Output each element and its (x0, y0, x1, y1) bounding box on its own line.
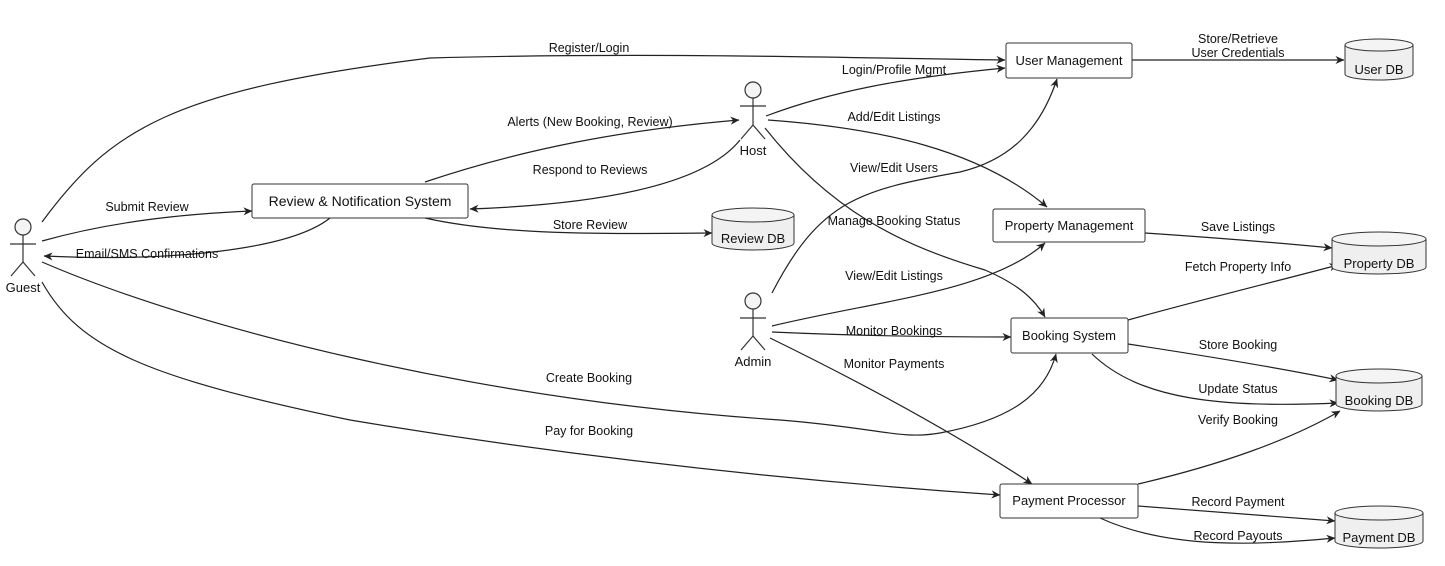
label-email-sms: Email/SMS Confirmations (76, 247, 218, 261)
edge-store-review (424, 217, 713, 238)
edge-add-edit-listings (767, 119, 1048, 208)
edge-view-edit-listings (771, 242, 1046, 327)
actor-guest-label: Guest (6, 280, 41, 295)
edges (41, 54, 1345, 544)
label-add-edit-listings: Add/Edit Listings (847, 110, 940, 124)
label-save-listings: Save Listings (1201, 220, 1275, 234)
edge-monitor-bookings (771, 331, 1012, 342)
edge-store-booking (1127, 343, 1339, 383)
label-store-retrieve-1: Store/Retrieve (1198, 32, 1278, 46)
label-submit-review: Submit Review (105, 200, 189, 214)
label-create-booking: Create Booking (546, 371, 632, 385)
component-payment-processor-label: Payment Processor (1012, 493, 1126, 508)
label-fetch-property: Fetch Property Info (1185, 260, 1291, 274)
edge-verify-booking (1137, 410, 1341, 485)
database-user-db: User DB (1344, 38, 1414, 81)
edge-monitor-payments (769, 337, 1033, 485)
edge-record-payment (1137, 505, 1336, 525)
database-review-db-label: Review DB (721, 231, 785, 246)
edge-pay-for-booking (41, 281, 1001, 499)
database-payment-db: Payment DB (1334, 505, 1424, 549)
actor-host: Host (740, 81, 767, 158)
label-verify-booking: Verify Booking (1198, 413, 1278, 427)
label-view-edit-users: View/Edit Users (850, 161, 938, 175)
stick-figure-icon (10, 218, 36, 277)
edge-update-status (1091, 353, 1339, 408)
label-view-edit-listings: View/Edit Listings (845, 269, 943, 283)
edge-save-listings (1144, 232, 1333, 252)
edge-alerts (424, 116, 740, 183)
label-store-booking: Store Booking (1199, 338, 1278, 352)
edge-register-login (41, 54, 1006, 223)
actor-host-label: Host (740, 143, 767, 158)
stick-figure-icon (740, 81, 766, 140)
label-store-retrieve-2: User Credentials (1191, 46, 1284, 60)
edge-manage-booking-status (764, 127, 1046, 318)
actor-admin-label: Admin (735, 354, 772, 369)
component-user-management-label: User Management (1016, 53, 1123, 68)
database-cylinder-icon (1344, 38, 1414, 81)
label-respond-reviews: Respond to Reviews (533, 163, 648, 177)
component-review-notification-label: Review & Notification System (269, 193, 452, 209)
component-user-management: User Management (1005, 42, 1133, 79)
database-booking-db: Booking DB (1335, 368, 1423, 412)
component-booking-system-label: Booking System (1022, 328, 1116, 343)
edge-view-edit-users (771, 78, 1059, 294)
database-property-db: Property DB (1331, 231, 1427, 275)
edge-labels: Register/Login Store/Retrieve User Crede… (76, 32, 1291, 543)
component-property-management-label: Property Management (1005, 218, 1134, 233)
actor-admin: Admin (735, 292, 772, 369)
edge-record-payouts (1099, 517, 1336, 544)
database-cylinder-icon (711, 207, 795, 251)
label-record-payment: Record Payment (1191, 495, 1285, 509)
component-booking-system: Booking System (1010, 317, 1129, 354)
database-cylinder-icon (1334, 505, 1424, 549)
component-payment-processor: Payment Processor (999, 483, 1139, 519)
component-property-management: Property Management (992, 208, 1146, 243)
edge-email-sms (43, 217, 331, 261)
label-pay-for-booking: Pay for Booking (545, 424, 633, 438)
edge-submit-review (41, 207, 253, 242)
label-store-review: Store Review (553, 218, 628, 232)
database-property-db-label: Property DB (1344, 256, 1415, 271)
edge-respond-reviews (469, 139, 741, 213)
component-review-notification: Review & Notification System (251, 183, 469, 219)
label-record-payouts: Record Payouts (1194, 529, 1283, 543)
label-register-login: Register/Login (549, 41, 630, 55)
label-alerts: Alerts (New Booking, Review) (507, 115, 672, 129)
database-review-db: Review DB (711, 207, 795, 251)
database-payment-db-label: Payment DB (1343, 530, 1416, 545)
actor-guest: Guest (6, 218, 41, 295)
edge-fetch-property (1127, 263, 1339, 321)
edge-create-booking (41, 261, 1058, 436)
database-user-db-label: User DB (1354, 62, 1403, 77)
label-login-profile: Login/Profile Mgmt (842, 63, 947, 77)
edge-login-profile (765, 64, 1006, 117)
database-cylinder-icon (1335, 368, 1423, 412)
database-cylinder-icon (1331, 231, 1427, 275)
label-monitor-payments: Monitor Payments (844, 357, 945, 371)
label-update-status: Update Status (1198, 382, 1277, 396)
label-manage-booking-status: Manage Booking Status (828, 214, 961, 228)
database-booking-db-label: Booking DB (1345, 393, 1414, 408)
stick-figure-icon (740, 292, 766, 351)
label-monitor-bookings: Monitor Bookings (846, 324, 943, 338)
